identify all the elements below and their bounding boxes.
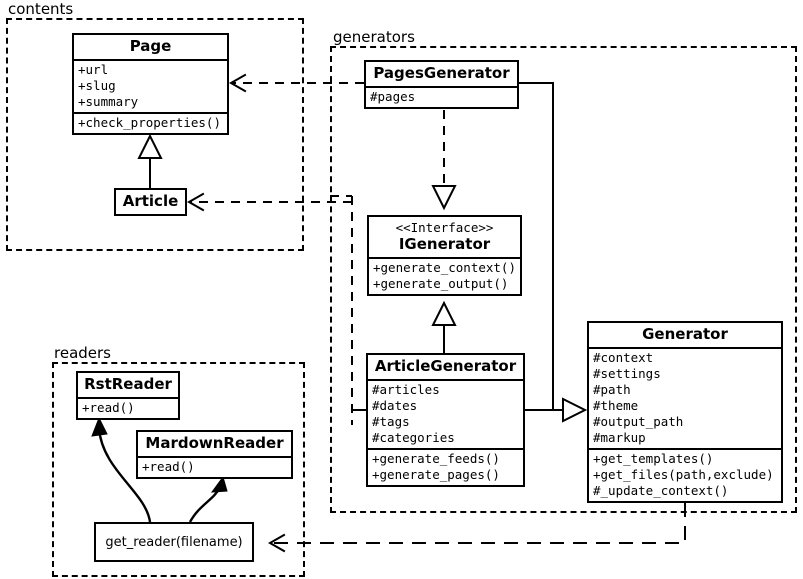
class-operations-page: +check_properties() — [74, 112, 227, 133]
attribute: #tags — [372, 414, 410, 429]
operation: +generate_feeds() — [372, 451, 500, 466]
attribute: #theme — [593, 398, 639, 413]
class-name-rstreader: RstReader — [84, 375, 172, 393]
attribute: #context — [593, 350, 654, 365]
package-contents — [6, 18, 304, 251]
class-box-generator[interactable]: Generator #context #settings #path #them… — [587, 321, 783, 503]
class-box-igenerator[interactable]: <<Interface>> IGenerator +generate_conte… — [367, 215, 522, 296]
package-label-generators: generators — [331, 28, 417, 46]
operation: +read() — [142, 459, 195, 474]
class-box-pagesgenerator[interactable]: PagesGenerator #pages — [364, 60, 519, 109]
class-operations-rstreader: +read() — [78, 397, 178, 418]
package-label-readers: readers — [52, 344, 113, 362]
class-box-rstreader[interactable]: RstReader +read() — [76, 371, 180, 420]
attribute: #categories — [372, 430, 455, 445]
class-name-page: Page — [129, 37, 172, 55]
operation: +get_files(path,exclude) — [593, 467, 774, 482]
class-name-igenerator: <<Interface>> IGenerator — [369, 217, 520, 257]
operation: +get_templates() — [593, 451, 714, 466]
function-name-get-reader: get_reader(filename) — [105, 534, 243, 550]
class-box-mardownreader[interactable]: MardownReader +read() — [136, 430, 293, 479]
attribute: #output_path — [593, 414, 684, 429]
attribute: #articles — [372, 382, 440, 397]
operation: +generate_output() — [373, 276, 509, 291]
class-attributes-generator: #context #settings #path #theme #output_… — [589, 347, 781, 448]
class-name-article: Article — [122, 192, 179, 210]
class-name-articlegenerator: ArticleGenerator — [374, 357, 517, 375]
attribute: #path — [593, 382, 631, 397]
attribute: #settings — [593, 366, 661, 381]
class-attributes-articlegenerator: #articles #dates #tags #categories — [368, 379, 523, 448]
package-readers — [52, 362, 305, 577]
class-name-text-igenerator: IGenerator — [398, 235, 491, 253]
class-name-mardownreader: MardownReader — [145, 434, 284, 452]
class-operations-generator: +get_templates() +get_files(path,exclude… — [589, 448, 781, 501]
attribute: +slug — [78, 78, 116, 93]
operation: +read() — [82, 400, 135, 415]
class-box-article[interactable]: Article — [114, 188, 187, 216]
class-box-page[interactable]: Page +url +slug +summary +check_properti… — [72, 33, 229, 135]
operation: +check_properties() — [78, 115, 221, 130]
operation: +generate_context() — [373, 260, 516, 275]
operation: +generate_pages() — [372, 467, 500, 482]
class-box-get-reader[interactable]: get_reader(filename) — [94, 522, 254, 562]
class-attributes-page: +url +slug +summary — [74, 59, 227, 112]
attribute: +url — [78, 62, 109, 77]
operation: #_update_context() — [593, 483, 729, 498]
class-operations-igenerator: +generate_context() +generate_output() — [369, 257, 520, 294]
attribute: +summary — [78, 94, 139, 109]
class-box-articlegenerator[interactable]: ArticleGenerator #articles #dates #tags … — [366, 353, 525, 487]
class-stereotype-igenerator: <<Interface>> — [395, 220, 494, 235]
class-attributes-pagesgenerator: #pages — [366, 86, 517, 107]
attribute: #pages — [370, 89, 416, 104]
class-operations-articlegenerator: +generate_feeds() +generate_pages() — [368, 448, 523, 485]
package-label-contents: contents — [6, 0, 76, 18]
attribute: #markup — [593, 430, 646, 445]
attribute: #dates — [372, 398, 418, 413]
class-operations-mardownreader: +read() — [138, 456, 291, 477]
class-name-pagesgenerator: PagesGenerator — [373, 64, 510, 82]
class-name-generator: Generator — [642, 325, 728, 343]
